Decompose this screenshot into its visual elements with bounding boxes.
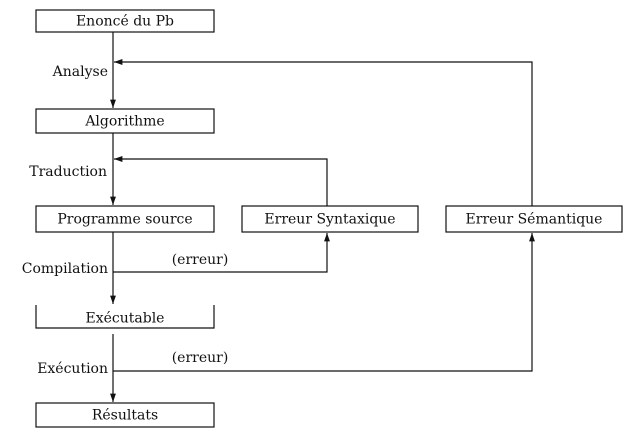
label-execution: Exécution	[37, 361, 108, 377]
box-resultats: Résultats	[35, 402, 215, 428]
box-erreur-semantique-label: Erreur Sémantique	[466, 212, 603, 228]
box-algorithme-label: Algorithme	[84, 114, 164, 130]
box-programme-source: Programme source	[35, 205, 215, 233]
label-erreur-compilation: (erreur)	[172, 252, 229, 268]
arrow-syntaxique-feedback	[114, 156, 328, 206]
arrow-execution-error	[113, 233, 535, 372]
box-executable-label: Exécutable	[86, 311, 165, 327]
label-compilation: Compilation	[22, 261, 108, 277]
box-erreur-syntaxique-label: Erreur Syntaxique	[264, 212, 395, 228]
box-executable: Exécutable	[35, 305, 215, 329]
box-programme-source-label: Programme source	[57, 212, 192, 228]
arrow-compilation-error	[113, 233, 330, 273]
box-enonce: Enoncé du Pb	[35, 9, 215, 33]
box-resultats-label: Résultats	[92, 408, 158, 424]
arrow-semantique-feedback	[114, 59, 533, 206]
label-traduction: Traduction	[29, 164, 107, 180]
box-algorithme: Algorithme	[35, 108, 215, 134]
box-erreur-semantique: Erreur Sémantique	[445, 205, 623, 233]
box-erreur-syntaxique: Erreur Syntaxique	[241, 205, 419, 233]
label-analyse: Analyse	[52, 64, 108, 80]
box-enonce-label: Enoncé du Pb	[76, 14, 174, 30]
label-erreur-execution: (erreur)	[172, 350, 229, 366]
